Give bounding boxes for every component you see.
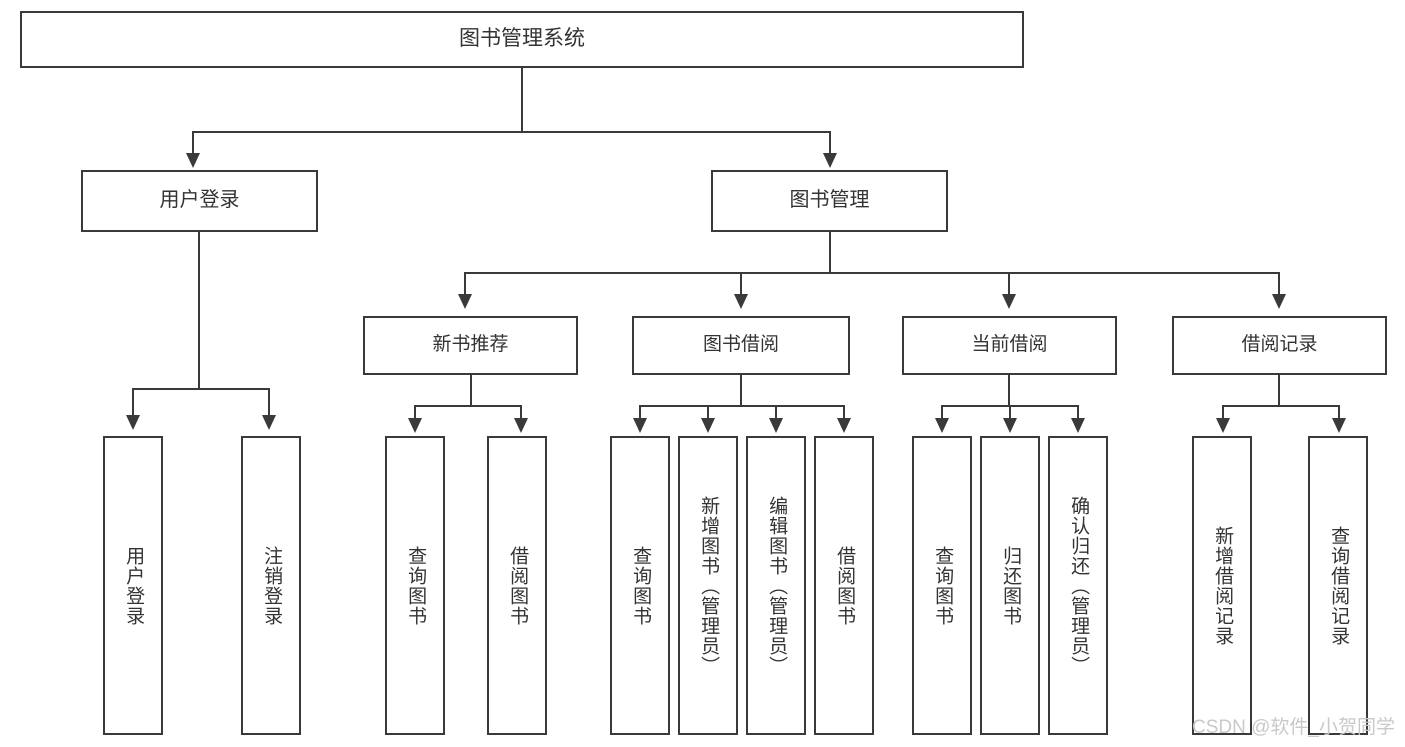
node-leaf-borrow-book-recommend[interactable]: 借阅图书 [487, 436, 547, 735]
connector-cb-to-leaf-3 [1077, 405, 1079, 418]
connector-user-login-to-leaf-2 [268, 388, 270, 415]
connector-root-stem [521, 68, 523, 131]
node-label: 图书管理系统 [459, 27, 585, 51]
connector-user-login-stem [198, 232, 200, 388]
connector-root-bus [192, 131, 831, 133]
node-current-borrow[interactable]: 当前借阅 [902, 316, 1117, 375]
node-user-login[interactable]: 用户登录 [81, 170, 318, 232]
arrowhead-cb-to-leaf-2 [1003, 418, 1017, 433]
node-leaf-logout-login[interactable]: 注销登录 [241, 436, 301, 735]
arrowhead-br-to-leaf-2 [1332, 418, 1346, 433]
connector-bm-to-current-borrow [1008, 272, 1010, 294]
node-leaf-edit-book[interactable]: 编辑图书（管理员） [746, 436, 806, 735]
node-label: 查询图书 [932, 545, 954, 626]
node-label: 查询借阅记录 [1328, 525, 1350, 646]
node-leaf-add-book[interactable]: 新增图书（管理员） [678, 436, 738, 735]
node-label: 新增借阅记录 [1212, 525, 1234, 646]
node-label: 用户登录 [123, 545, 145, 626]
connector-book-borrow-bus [639, 405, 843, 407]
node-label: 编辑图书（管理员） [766, 495, 788, 676]
arrowhead-bb-to-leaf-2 [701, 418, 715, 433]
node-leaf-borrow-book[interactable]: 借阅图书 [814, 436, 874, 735]
node-label: 确认归还（管理员） [1068, 495, 1090, 676]
arrowhead-nbr-to-leaf-2 [514, 418, 528, 433]
node-label: 归还图书 [1000, 545, 1022, 626]
connector-bb-to-leaf-4 [843, 405, 845, 418]
node-borrow-record[interactable]: 借阅记录 [1172, 316, 1387, 375]
connector-br-to-leaf-1 [1222, 405, 1224, 418]
connector-root-to-user-login [192, 131, 194, 153]
connector-borrow-record-bus [1222, 405, 1338, 407]
node-label: 新书推荐 [432, 334, 509, 356]
arrowhead-user-login-to-leaf-1 [126, 415, 140, 430]
arrowhead-bm-to-current-borrow [1002, 294, 1016, 309]
node-leaf-add-borrow-record[interactable]: 新增借阅记录 [1192, 436, 1252, 735]
arrowhead-bm-to-borrow-record [1272, 294, 1286, 309]
connector-borrow-record-stem [1278, 375, 1280, 405]
node-book-management[interactable]: 图书管理 [711, 170, 948, 232]
arrowhead-root-to-book-management [823, 153, 837, 168]
arrowhead-br-to-leaf-1 [1216, 418, 1230, 433]
node-label: 查询图书 [630, 545, 652, 626]
connector-current-borrow-stem [1008, 375, 1010, 405]
connector-new-book-recommend-bus [414, 405, 520, 407]
node-label: 注销登录 [261, 545, 283, 626]
node-leaf-query-book-current[interactable]: 查询图书 [912, 436, 972, 735]
connector-root-to-book-management [829, 131, 831, 153]
connector-br-to-leaf-2 [1338, 405, 1340, 418]
arrowhead-nbr-to-leaf-1 [408, 418, 422, 433]
arrowhead-bb-to-leaf-3 [769, 418, 783, 433]
connector-bb-to-leaf-2 [707, 405, 709, 418]
arrowhead-bb-to-leaf-1 [633, 418, 647, 433]
node-book-borrow[interactable]: 图书借阅 [632, 316, 850, 375]
node-label: 图书管理 [789, 189, 870, 212]
connector-cb-to-leaf-2 [1009, 405, 1011, 418]
connector-nbr-to-leaf-1 [414, 405, 416, 418]
node-root-book-management-system[interactable]: 图书管理系统 [20, 11, 1024, 68]
arrowhead-bm-to-new-book-recommend [458, 294, 472, 309]
connector-book-borrow-stem [740, 375, 742, 405]
connector-book-management-bus [464, 272, 1280, 274]
node-leaf-user-login[interactable]: 用户登录 [103, 436, 163, 735]
node-label: 新增图书（管理员） [698, 495, 720, 676]
connector-bb-to-leaf-3 [775, 405, 777, 418]
arrowhead-cb-to-leaf-3 [1071, 418, 1085, 433]
node-new-book-recommend[interactable]: 新书推荐 [363, 316, 578, 375]
node-leaf-query-book-recommend[interactable]: 查询图书 [385, 436, 445, 735]
node-label: 用户登录 [159, 189, 240, 212]
node-label: 借阅图书 [507, 545, 529, 626]
connector-bm-to-book-borrow [740, 272, 742, 294]
arrowhead-root-to-user-login [186, 153, 200, 168]
node-label: 当前借阅 [971, 334, 1048, 356]
connector-new-book-recommend-stem [470, 375, 472, 405]
node-label: 查询图书 [405, 545, 427, 626]
node-label: 借阅记录 [1241, 334, 1318, 356]
connector-user-login-bus [132, 388, 268, 390]
connector-bm-to-new-book-recommend [464, 272, 466, 294]
node-leaf-query-book-borrow[interactable]: 查询图书 [610, 436, 670, 735]
node-label: 图书借阅 [702, 334, 779, 356]
arrowhead-cb-to-leaf-1 [935, 418, 949, 433]
arrowhead-bb-to-leaf-4 [837, 418, 851, 433]
connector-bb-to-leaf-1 [639, 405, 641, 418]
arrowhead-user-login-to-leaf-2 [262, 415, 276, 430]
connector-bm-to-borrow-record [1278, 272, 1280, 294]
node-leaf-confirm-return[interactable]: 确认归还（管理员） [1048, 436, 1108, 735]
connector-cb-to-leaf-1 [941, 405, 943, 418]
connector-user-login-to-leaf-1 [132, 388, 134, 415]
arrowhead-bm-to-book-borrow [734, 294, 748, 309]
node-leaf-return-book[interactable]: 归还图书 [980, 436, 1040, 735]
node-label: 借阅图书 [834, 545, 856, 626]
node-leaf-query-borrow-record[interactable]: 查询借阅记录 [1308, 436, 1368, 735]
connector-book-management-stem [829, 232, 831, 272]
connector-nbr-to-leaf-2 [520, 405, 522, 418]
